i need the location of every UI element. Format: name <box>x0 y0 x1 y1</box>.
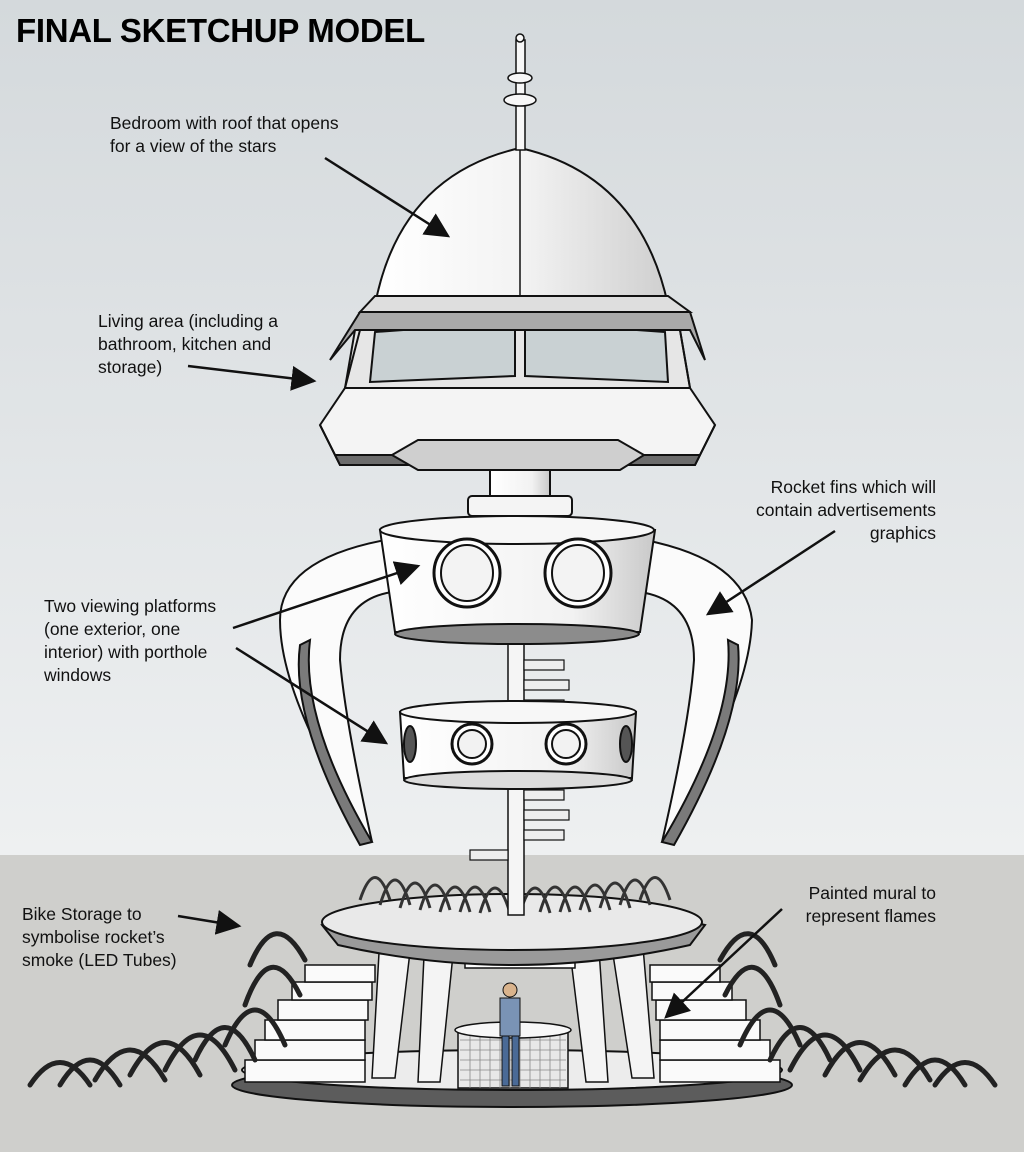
rocket-fin-left <box>278 538 394 847</box>
bedroom-dome <box>357 146 694 313</box>
stairs-left <box>244 964 376 1083</box>
mural-arrow <box>664 908 783 1019</box>
lower-viewing-platform <box>398 700 638 790</box>
bike-arrow <box>177 910 242 935</box>
bedroom-arrow <box>324 156 451 238</box>
base-legs <box>371 934 655 1083</box>
mural-annotation: Painted mural to represent flames <box>805 883 936 926</box>
living-arrow <box>187 364 317 391</box>
bedroom-annotation: Bedroom with roof that opens for a view … <box>110 113 339 156</box>
living-area-pod <box>318 311 717 471</box>
living-area-annotation: Living area (including a bathroom, kitch… <box>98 311 278 377</box>
bike-loops <box>27 931 998 1088</box>
rocket-fins-annotation: Rocket fins which will contain advertise… <box>756 477 936 543</box>
antenna <box>503 33 537 151</box>
rocket-fin-right <box>638 538 754 847</box>
canopy-railing <box>358 876 672 914</box>
viewing-platforms-annotation: Two viewing platforms (one exterior, one… <box>44 596 217 685</box>
page-title: FINAL SKETCHUP MODEL <box>16 12 425 49</box>
annotation-arrows <box>177 156 836 1019</box>
base-canopy <box>320 893 707 966</box>
bike-storage-annotation: Bike Storage to symbolise rocket’s smoke… <box>22 904 177 970</box>
platform-arrow-lower <box>235 646 389 745</box>
person-figure <box>499 982 521 1087</box>
fins-arrow <box>705 529 836 616</box>
upper-viewing-platform <box>378 515 657 645</box>
stairs-right <box>649 964 781 1083</box>
platform-arrow-upper <box>232 561 421 630</box>
